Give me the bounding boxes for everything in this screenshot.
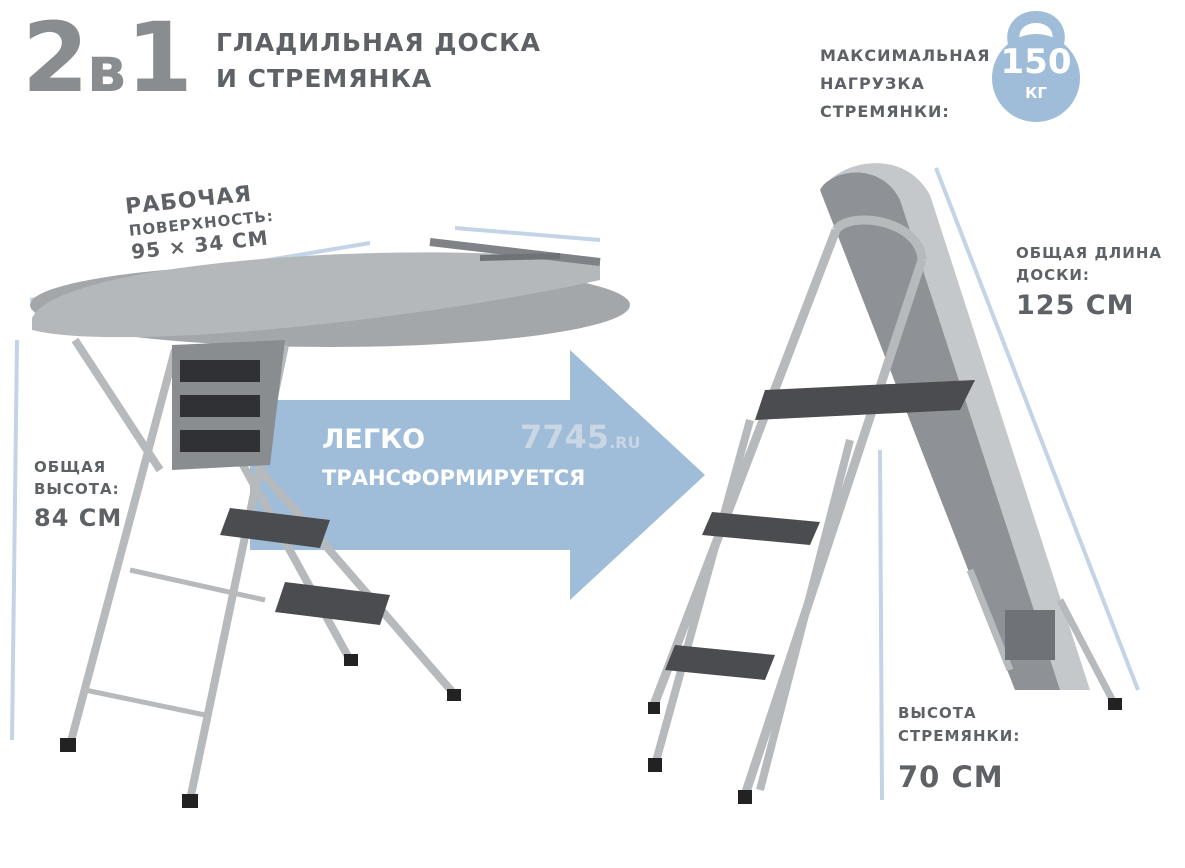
watermark: 7745.RU xyxy=(520,418,641,456)
ladder-height-line3: 70 СМ xyxy=(898,760,1004,794)
ladder-height-line1: ВЫСОТА xyxy=(898,704,977,722)
title-line1: ГЛАДИЛЬНАЯ ДОСКА xyxy=(216,28,541,57)
max-load-unit: КГ xyxy=(1025,84,1047,102)
ironing-board-table xyxy=(30,238,630,808)
kettlebell-icon xyxy=(992,11,1080,122)
title-2in1: 2в1 xyxy=(22,2,193,114)
arrow-text-line2: ТРАНСФОРМИРУЕТСЯ xyxy=(322,466,586,490)
total-height-line2: ВЫСОТА: xyxy=(34,480,120,498)
title-line2: И СТРЕМЯНКА xyxy=(216,64,433,93)
total-height-line3: 84 СМ xyxy=(34,504,123,532)
max-load-line2: НАГРУЗКА xyxy=(820,74,925,93)
folded-ladder xyxy=(647,163,1122,804)
board-length-line3: 125 СМ xyxy=(1016,290,1135,321)
board-length-line2: ДОСКИ: xyxy=(1016,266,1090,284)
arrow-text-line1: ЛЕГКО xyxy=(322,424,426,455)
total-height-line1: ОБЩАЯ xyxy=(34,458,107,476)
max-load-line1: МАКСИМАЛЬНАЯ xyxy=(820,46,991,65)
max-load-line3: СТРЕМЯНКИ: xyxy=(820,102,950,121)
max-load-value: 150 xyxy=(1000,42,1072,82)
board-length-line1: ОБЩАЯ ДЛИНА xyxy=(1016,244,1162,262)
ladder-height-line2: СТРЕМЯНКИ: xyxy=(898,727,1021,745)
